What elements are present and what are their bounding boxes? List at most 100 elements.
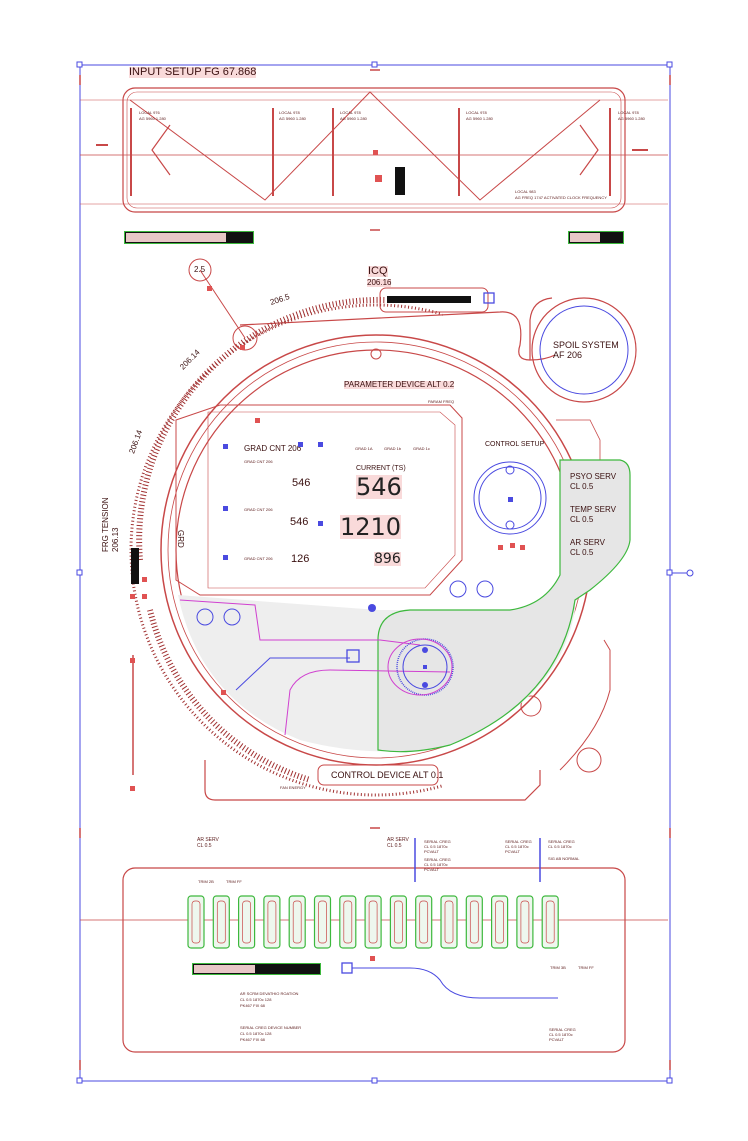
- small-tag-2: TRIM FF: [226, 879, 242, 884]
- ar-serv-mid-value: CL 0.5: [387, 843, 402, 849]
- top-panel: [80, 87, 668, 213]
- slot-inner-6: [318, 900, 327, 944]
- marker: [498, 545, 503, 550]
- marker: [520, 545, 525, 550]
- marker: [130, 594, 135, 599]
- local-sub-4: AG 5960 1.280: [466, 116, 493, 121]
- servo-dial[interactable]: [387, 638, 454, 696]
- bottom-link: [352, 967, 558, 999]
- servo-value-3: CL 0.5: [570, 548, 594, 557]
- left-progress-bar[interactable]: [124, 231, 254, 244]
- slot-12[interactable]: [465, 895, 483, 949]
- servo-center: [423, 665, 427, 669]
- slot-3[interactable]: [238, 895, 256, 949]
- grad-tab-2[interactable]: GRAD 1b: [384, 446, 402, 451]
- spoil-value: AF 206: [553, 350, 583, 360]
- slot-inner-5: [292, 900, 302, 944]
- servo-panel[interactable]: [377, 459, 631, 753]
- grad-tab-1[interactable]: GRAD 1A: [355, 446, 373, 451]
- slot-13[interactable]: [491, 895, 509, 949]
- left-slider[interactable]: [131, 548, 139, 775]
- current-value-2: 1210: [340, 513, 402, 541]
- footer-local-sub: AG FREQ 1747 ACTIVATED CLOCK FREQUENCY: [515, 195, 607, 200]
- slot-10[interactable]: [415, 895, 433, 949]
- marker: [142, 594, 147, 599]
- parameter-device-sub: PARAM FREQ: [428, 399, 455, 404]
- slot-8[interactable]: [364, 895, 382, 949]
- slot-14[interactable]: [516, 895, 534, 949]
- right-progress-bar[interactable]: [568, 231, 624, 244]
- icq-bar: [387, 296, 471, 303]
- serial-c-2: CL 0.5 1870c: [505, 844, 529, 849]
- slot-5[interactable]: [288, 895, 306, 949]
- bottom-link-handle[interactable]: [341, 962, 353, 974]
- icq-handle[interactable]: [483, 292, 495, 304]
- bottom-progress-bar[interactable]: [192, 963, 321, 975]
- ar-serv-left-name: AR SERV: [197, 837, 219, 843]
- block2-line-3: PK467 FIX 68: [240, 1037, 265, 1042]
- servo-name-3: AR SERV: [570, 538, 605, 547]
- serial-d-2: CL 0.5 1870c: [548, 844, 572, 849]
- local-sub-2: AG 5960 1.280: [279, 116, 306, 121]
- dial-dot-top: [505, 465, 515, 475]
- current-value-3: 896: [374, 551, 401, 567]
- link-handle[interactable]: [346, 649, 360, 663]
- slot-1[interactable]: [187, 895, 205, 949]
- right-progress-fill: [570, 233, 600, 242]
- marker: [130, 786, 135, 791]
- slot-11[interactable]: [440, 895, 458, 949]
- marker: [130, 658, 135, 663]
- icq-value: 206.16: [367, 278, 392, 287]
- icq-title: ICQ: [368, 265, 388, 277]
- slot-row[interactable]: [187, 895, 559, 949]
- small-value-2: 546: [290, 516, 309, 528]
- spoil-dial: [539, 305, 629, 395]
- small-knobs[interactable]: [196, 580, 494, 626]
- grad-tab-3[interactable]: GRAD 1c: [413, 446, 430, 451]
- marker: [240, 345, 245, 350]
- ar-serv-left-value: CL 0.5: [197, 843, 212, 849]
- slot-inner-13: [495, 900, 504, 944]
- serial-b-1: SERIAL CREG: [424, 857, 451, 862]
- serial-d-1: SERIAL CREG: [548, 839, 575, 844]
- blue-marker: [223, 506, 228, 511]
- local-label-4: LOCAL 978: [466, 110, 487, 115]
- spoil-title: SPOIL SYSTEM: [553, 340, 619, 350]
- slot-7[interactable]: [339, 895, 357, 949]
- current-value-1: 546: [356, 473, 402, 501]
- servo-name-2: TEMP SERV: [570, 505, 616, 514]
- slot-inner-8: [368, 900, 378, 944]
- small-tag-1: TRIM 2B: [198, 879, 214, 884]
- bottom-progress-fill: [194, 965, 255, 973]
- top-marker: [375, 175, 382, 182]
- magenta-track: [179, 599, 421, 646]
- control-device-label: CONTROL DEVICE ALT 0.1: [331, 770, 444, 780]
- slot-inner-10: [419, 900, 429, 944]
- local-label-1: LOCAL 976: [139, 110, 160, 115]
- block3-line-2: CL 0.5 1870c: [549, 1032, 573, 1037]
- slot-4[interactable]: [263, 895, 281, 949]
- blue-link: [235, 657, 350, 691]
- servo-name-1: PSYO SERV: [570, 472, 617, 481]
- selection-handles[interactable]: [76, 61, 673, 1084]
- local-label-2: LOCAL 978: [279, 110, 300, 115]
- blue-marker: [318, 442, 323, 447]
- slot-inner-9: [394, 900, 403, 944]
- slot-15[interactable]: [541, 895, 559, 949]
- servo-value-2: CL 0.5: [570, 515, 594, 524]
- block2-line-1: SERIAL CREG DEVICE NUMBER: [240, 1025, 302, 1030]
- fan-energy-label: FAN ENERGY: [280, 785, 306, 790]
- marker: [207, 286, 212, 291]
- serial-a-2: CL 0.5 1870c: [424, 844, 448, 849]
- slot-2[interactable]: [212, 895, 230, 949]
- servo-dot-2: [422, 682, 428, 688]
- block1-line-2: CL 0.5 1870c 128: [240, 997, 272, 1002]
- slot-9[interactable]: [389, 895, 407, 949]
- blue-marker: [318, 521, 323, 526]
- slot-6[interactable]: [313, 895, 332, 949]
- small-value-3: 126: [291, 553, 310, 565]
- parameter-device-label: PARAMETER DEVICE ALT 0.2: [344, 380, 455, 389]
- grad-side-label: GRD: [176, 530, 185, 548]
- slot-inner-14: [520, 900, 530, 944]
- local-sub-5: AG 5960 1.280: [618, 116, 645, 121]
